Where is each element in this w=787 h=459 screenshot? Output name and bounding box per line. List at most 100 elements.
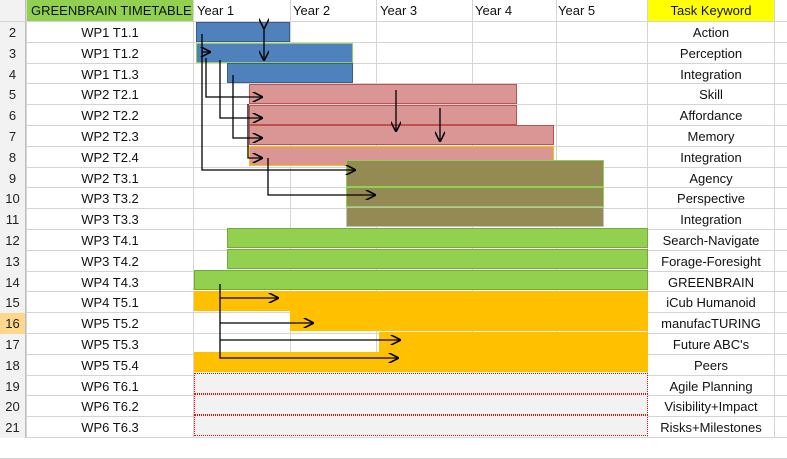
- row-number[interactable]: 3: [0, 42, 26, 64]
- task-cell[interactable]: WP2 T2.1: [81, 87, 139, 103]
- row-number[interactable]: 9: [0, 167, 26, 189]
- keyword-cell[interactable]: Memory: [687, 129, 735, 144]
- arrow-t51-chain: [219, 284, 398, 358]
- row-number[interactable]: 16: [0, 313, 26, 335]
- row-number[interactable]: 20: [0, 396, 26, 418]
- row-number[interactable]: 7: [0, 126, 26, 147]
- keyword-cell[interactable]: Agile Planning: [669, 378, 753, 394]
- gridline-vertical: [193, 0, 194, 437]
- row-number[interactable]: 4: [0, 63, 26, 85]
- keyword-cell[interactable]: iCub Humanoid: [666, 295, 756, 311]
- keyword-cell[interactable]: Integration: [680, 66, 742, 82]
- keyword-cell[interactable]: Agency: [689, 170, 733, 186]
- task-cell[interactable]: WP5 T5.4: [81, 357, 139, 373]
- task-cell[interactable]: WP6 T6.2: [81, 399, 139, 415]
- dependency-arrows: [0, 0, 787, 448]
- year-label: Year 2: [293, 3, 331, 18]
- bar-wp2-t2-3[interactable]: [249, 125, 554, 145]
- sheet-title: GREENBRAIN TIMETABLE: [31, 3, 192, 18]
- keyword-cell[interactable]: Peers: [694, 357, 728, 373]
- task-cell[interactable]: WP2 T2.2: [81, 108, 139, 124]
- row-number[interactable]: 14: [0, 271, 26, 293]
- bar-wp3-t3-2[interactable]: [346, 187, 604, 207]
- bar-wp3-t3-3[interactable]: [346, 207, 604, 227]
- row-number[interactable]: 6: [0, 105, 26, 127]
- bar-wp5-t5-4[interactable]: [194, 352, 648, 372]
- bar-wp3-t4-2[interactable]: [227, 249, 648, 269]
- keyword-cell[interactable]: Risks+Milestones: [660, 420, 762, 436]
- year-label: Year 4: [475, 3, 513, 18]
- bar-wp2-t2-2[interactable]: [249, 105, 517, 125]
- row-number[interactable]: 19: [0, 375, 26, 397]
- task-cell[interactable]: WP5 T5.3: [81, 337, 139, 352]
- task-cell[interactable]: WP1 T1.2: [81, 45, 139, 61]
- task-cell[interactable]: WP2 T3.1: [81, 170, 139, 186]
- keyword-cell[interactable]: Perception: [679, 45, 743, 61]
- bar-wp6-t6-1[interactable]: [194, 373, 648, 394]
- bar-wp1-t1-3[interactable]: [227, 63, 353, 83]
- bar-wp5-t5-2[interactable]: [290, 311, 648, 331]
- year-header-4[interactable]: Year 4: [474, 0, 554, 21]
- keyword-cell[interactable]: Integration: [680, 212, 742, 228]
- keyword-header: Task Keyword: [670, 3, 752, 18]
- keyword-cell[interactable]: Search-Navigate: [662, 233, 760, 248]
- gridline-vertical: [26, 0, 27, 437]
- task-cell[interactable]: WP4 T5.1: [81, 295, 139, 311]
- task-cell[interactable]: WP2 T2.4: [81, 149, 139, 165]
- task-cell[interactable]: WP6 T6.1: [81, 378, 139, 394]
- bar-wp6-t6-3[interactable]: [194, 415, 648, 436]
- task-cell[interactable]: WP2 T2.3: [81, 129, 139, 144]
- row-number-1[interactable]: [0, 0, 26, 21]
- year-header-2[interactable]: Year 2: [292, 0, 376, 21]
- bar-wp5-t5-3[interactable]: [379, 332, 648, 352]
- row-number[interactable]: 5: [0, 84, 26, 106]
- keyword-cell[interactable]: Future ABC's: [672, 337, 750, 352]
- bar-wp1-t1-2[interactable]: [196, 43, 353, 63]
- task-cell[interactable]: WP3 T4.2: [81, 253, 139, 269]
- bar-wp2-t2-1[interactable]: [249, 84, 517, 104]
- keyword-cell[interactable]: manufacTURING: [661, 316, 761, 332]
- bar-wp3-t4-1[interactable]: [227, 228, 648, 248]
- title-cell[interactable]: GREENBRAIN TIMETABLE: [27, 0, 193, 21]
- bar-wp4-t4-3[interactable]: [194, 270, 648, 290]
- keyword-cell[interactable]: Perspective: [677, 191, 745, 207]
- task-cell[interactable]: WP1 T1.1: [81, 25, 139, 40]
- keyword-cell[interactable]: Integration: [680, 149, 742, 165]
- gridline-horizontal: [0, 21, 787, 22]
- keyword-cell[interactable]: Visibility+Impact: [664, 399, 758, 415]
- keyword-cell[interactable]: Affordance: [679, 108, 743, 124]
- gridline-vertical: [647, 0, 648, 437]
- bar-wp2-t3-1[interactable]: [346, 160, 604, 187]
- row-number[interactable]: 18: [0, 354, 26, 376]
- gridline-horizontal: [0, 104, 787, 106]
- gridline-horizontal: [0, 41, 787, 43]
- row-number[interactable]: 21: [0, 417, 26, 439]
- keyword-header-cell[interactable]: Task Keyword: [648, 0, 774, 21]
- task-cell[interactable]: WP6 T6.3: [81, 420, 139, 436]
- keyword-cell[interactable]: Skill: [699, 87, 723, 103]
- task-cell[interactable]: WP3 T3.2: [81, 191, 139, 207]
- bar-wp6-t6-2[interactable]: [194, 394, 648, 415]
- keyword-cell[interactable]: Forage-Foresight: [661, 253, 761, 269]
- task-cell[interactable]: WP1 T1.3: [81, 66, 139, 82]
- task-cell[interactable]: WP4 T4.3: [81, 274, 139, 290]
- row-number[interactable]: 12: [0, 230, 26, 251]
- year-header-1[interactable]: Year 1: [196, 0, 288, 21]
- keyword-cell[interactable]: GREENBRAIN: [668, 274, 754, 290]
- year-header-5[interactable]: Year 5: [557, 0, 647, 21]
- task-cell[interactable]: WP5 T5.2: [81, 316, 139, 332]
- task-cell[interactable]: WP3 T4.1: [81, 233, 139, 248]
- arrow-t13-to-t22: [219, 60, 262, 118]
- year-header-3[interactable]: Year 3: [379, 0, 471, 21]
- row-number[interactable]: 8: [0, 146, 26, 168]
- row-number[interactable]: 2: [0, 22, 26, 43]
- row-number[interactable]: 15: [0, 292, 26, 314]
- keyword-cell[interactable]: Action: [692, 25, 730, 40]
- task-cell[interactable]: WP3 T3.3: [81, 212, 139, 228]
- row-number[interactable]: 17: [0, 334, 26, 355]
- row-number[interactable]: 11: [0, 209, 26, 231]
- bar-wp4-t5-1[interactable]: [194, 291, 648, 311]
- row-number[interactable]: 13: [0, 250, 26, 272]
- row-number[interactable]: 10: [0, 188, 26, 210]
